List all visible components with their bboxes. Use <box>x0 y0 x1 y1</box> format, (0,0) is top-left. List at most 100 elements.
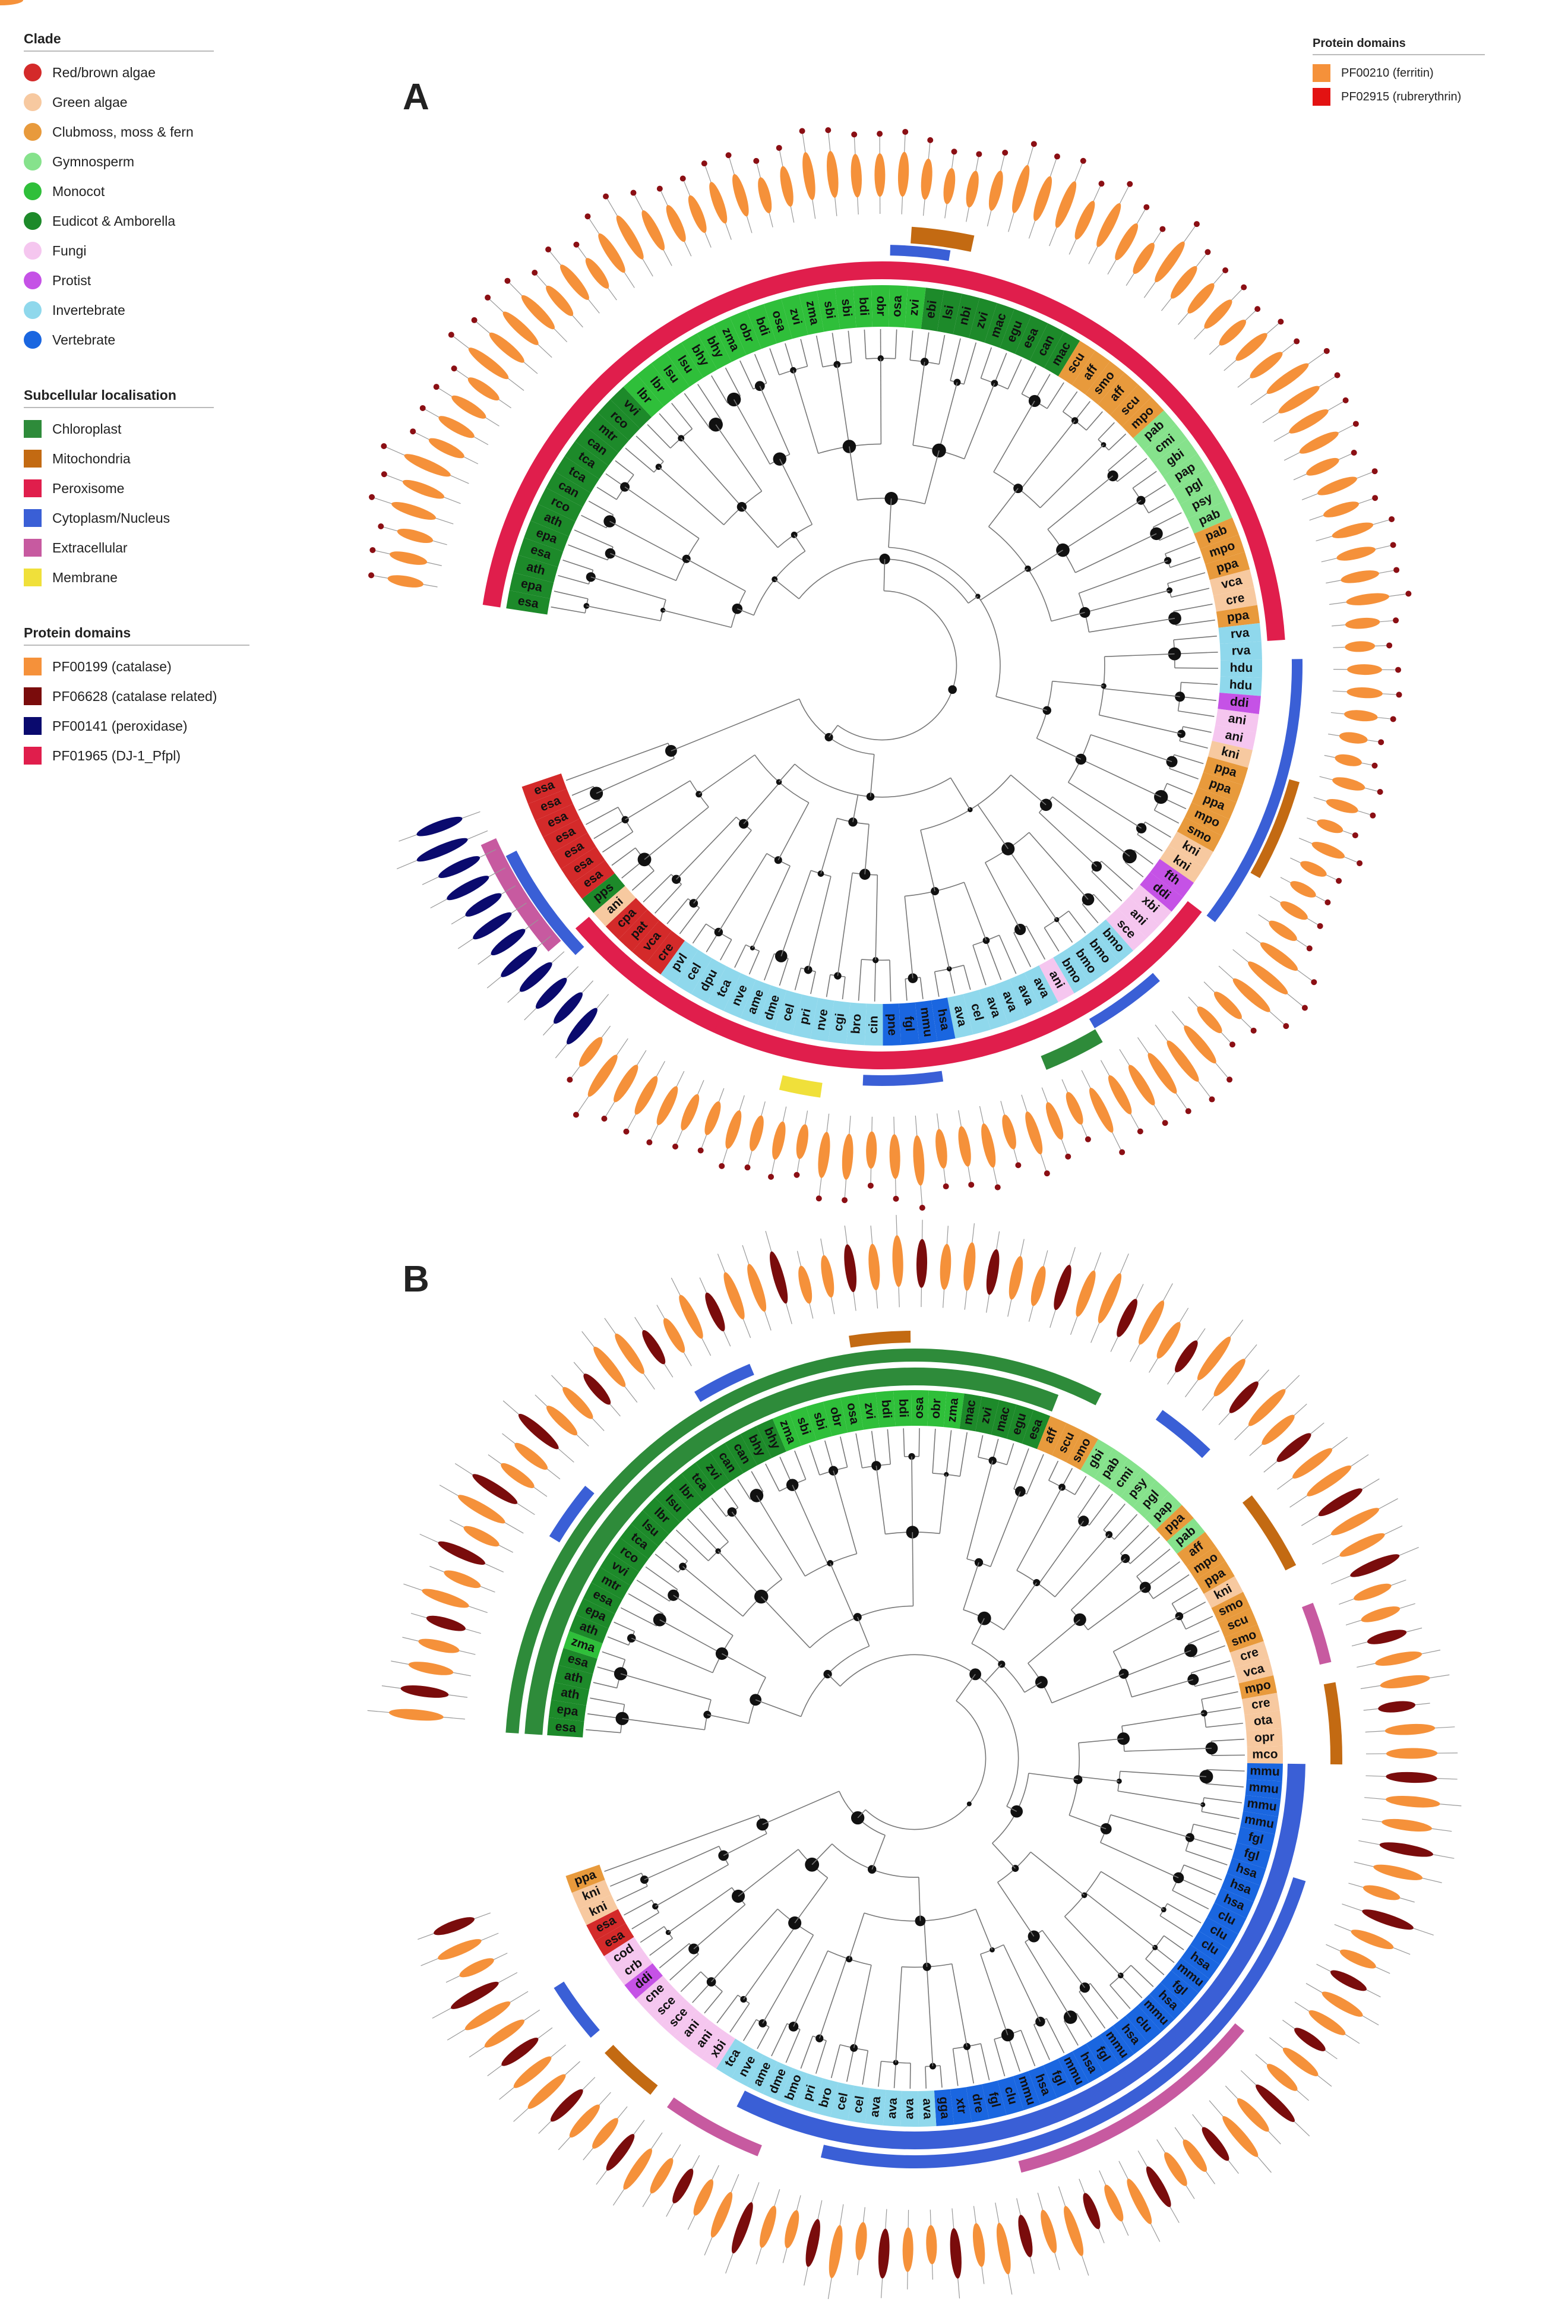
tree-branch <box>625 780 691 820</box>
tree-branch <box>739 360 754 390</box>
protein-domain <box>972 2223 985 2267</box>
protein-domain-tip <box>994 1184 1001 1191</box>
leaf-label: ani <box>1227 711 1247 727</box>
protein-domain-tip <box>725 152 732 159</box>
leaf-clade-band <box>619 1523 659 1559</box>
protein-domain-tip <box>1054 153 1060 160</box>
protein-domain-tip <box>1342 397 1349 403</box>
protein-domain <box>842 1133 853 1180</box>
protein-domain <box>1033 176 1052 221</box>
tree-branch <box>668 1887 732 1933</box>
leaf-clade-band <box>966 2084 990 2123</box>
leaf-clade-band <box>1166 1518 1205 1554</box>
protein-domain <box>1362 1909 1414 1930</box>
protein-domain <box>428 438 464 459</box>
bootstrap-node <box>915 1915 926 1927</box>
tree-branch <box>997 1882 1035 1937</box>
leaf-clade-band <box>569 1614 609 1644</box>
tree-branch <box>764 953 775 981</box>
tree-branch <box>950 777 971 810</box>
tree-branch <box>889 960 892 1002</box>
leaf-clade-band <box>828 1000 851 1044</box>
bootstrap-node <box>703 1710 712 1719</box>
tree-branch <box>631 1912 659 1930</box>
tree-branch <box>1165 541 1195 554</box>
protein-domain <box>1089 1087 1114 1133</box>
leaf-label: hdu <box>1230 661 1253 675</box>
localisation-ring <box>575 917 722 1033</box>
tree-branch <box>697 384 722 421</box>
tree-branch <box>968 596 978 604</box>
tree-branch <box>722 1653 766 1678</box>
protein-domain <box>672 2168 694 2203</box>
tree-branch <box>578 800 600 811</box>
leaf-clade-band <box>1246 1763 1283 1782</box>
localisation-ring <box>696 1008 1052 1069</box>
leaf-clade-band <box>681 333 717 378</box>
leaf-clade-band <box>1133 1480 1169 1518</box>
protein-domain <box>826 151 839 198</box>
tree-branch <box>1029 550 1063 572</box>
bootstrap-node <box>732 1889 745 1903</box>
leaf-clade-band <box>746 304 777 349</box>
tree-branch <box>568 544 608 561</box>
protein-domain <box>1323 501 1360 517</box>
leaf-clade-band <box>565 1864 605 1893</box>
leaf-label: fgl <box>1247 1830 1264 1846</box>
protein-domain-tip <box>1405 591 1412 597</box>
leaf-clade-band <box>697 324 732 370</box>
localisation-block <box>779 1075 823 1098</box>
protein-domain-tip <box>1378 739 1384 746</box>
tree-branch <box>1079 560 1168 594</box>
leaf-clade-band <box>1221 1873 1260 1902</box>
tree-branch <box>1203 1797 1243 1804</box>
legend-label: Eudicot & Amborella <box>52 213 176 229</box>
tree-branch <box>1193 1645 1225 1658</box>
leaf-clade-band <box>805 1401 832 1441</box>
tree-branch <box>765 1463 780 1492</box>
legend-item: Mitochondria <box>24 444 214 473</box>
tree-branch <box>794 1877 829 1924</box>
tree-branch <box>676 816 737 880</box>
tree-branch <box>980 568 1028 601</box>
legend-swatch <box>1313 64 1330 82</box>
tree-branch <box>795 1791 840 1811</box>
tree-branch <box>731 1511 783 1580</box>
tree-branch <box>1171 1587 1198 1604</box>
tree-branch <box>680 1971 701 1993</box>
tree-branch <box>939 1474 947 1534</box>
tree-branch <box>1082 904 1099 924</box>
leaf-clade-band <box>858 1392 880 1430</box>
protein-domain-tip <box>672 1143 679 1150</box>
tree-branch <box>1006 1443 1014 1465</box>
bootstrap-node <box>929 2063 937 2070</box>
tree-branch <box>1117 457 1147 482</box>
tree-branch <box>1173 635 1217 640</box>
tree-branch <box>995 696 1047 711</box>
tree-branch <box>931 892 950 970</box>
tree-branch <box>810 971 816 994</box>
protein-domain <box>1326 798 1358 813</box>
tree-branch <box>855 1433 863 1469</box>
tree-branch <box>1039 444 1104 509</box>
protein-domain <box>623 2148 652 2190</box>
tree-branch <box>1173 604 1213 612</box>
protein-domain-tip <box>1294 338 1300 345</box>
protein-domain-tip <box>381 443 387 449</box>
leaf-clade-band <box>1226 1858 1266 1886</box>
bootstrap-node <box>1205 1742 1218 1755</box>
tree-branch <box>1044 927 1060 952</box>
tree-branch <box>659 413 682 439</box>
leaf-clade-band <box>823 1397 848 1436</box>
tree-branch <box>1178 1877 1216 1895</box>
legend-swatch <box>24 212 42 230</box>
leaf-clade-band <box>655 1485 692 1523</box>
leaf-clade-band <box>1184 802 1230 836</box>
tree-branch <box>1074 1476 1087 1495</box>
tree-branch <box>1088 1587 1146 1631</box>
leaf-clade-band <box>1137 1994 1175 2032</box>
legend-swatch <box>1313 88 1330 106</box>
protein-domain-tip <box>573 1112 579 1118</box>
protein-domain <box>693 2179 714 2216</box>
protein-domain <box>1002 1114 1016 1150</box>
